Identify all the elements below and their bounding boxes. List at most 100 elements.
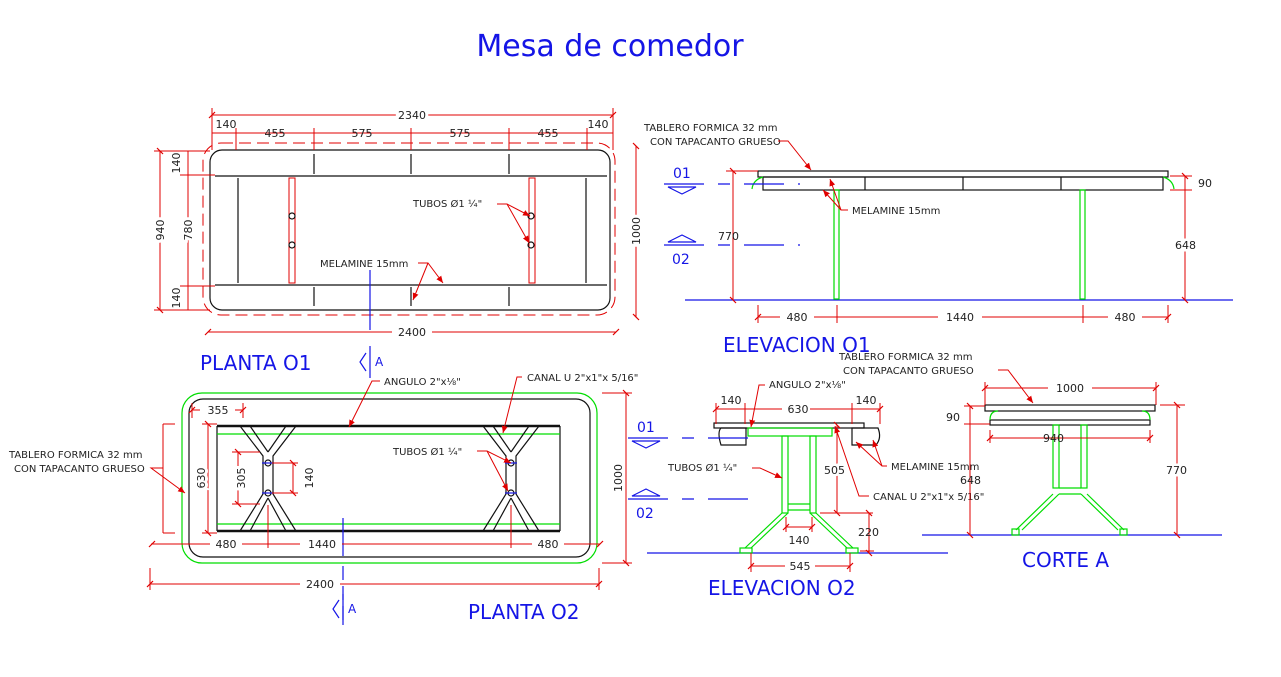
note-tablero-line2: CON TAPACANTO GRUESO xyxy=(14,464,145,475)
tube-left xyxy=(288,177,296,284)
dim-630: 630 xyxy=(195,468,208,489)
label-planta-01: PLANTA O1 xyxy=(200,351,311,375)
dim-480-right: 480 xyxy=(1115,311,1136,324)
dim-140-left: 140 xyxy=(721,394,742,407)
label-elevacion-01: ELEVACION O1 xyxy=(723,333,871,357)
svg-text:01: 01 xyxy=(637,420,655,436)
note-canal: CANAL U 2"x1"x 5/16" xyxy=(527,373,638,384)
tube-right xyxy=(528,177,536,284)
leg-base-right xyxy=(482,425,540,532)
dim-90: 90 xyxy=(1198,177,1212,190)
dim-140-right: 140 xyxy=(588,118,609,131)
svg-text:780: 780 xyxy=(182,220,195,241)
dim-2400: 2400 xyxy=(306,578,334,591)
drawing-title: Mesa de comedor xyxy=(476,29,744,64)
dim-940: 940 xyxy=(154,220,167,241)
dim-575-right: 575 xyxy=(450,127,471,140)
note-tablero-line2: CON TAPACANTO GRUESO xyxy=(650,137,781,148)
dim-940: 940 xyxy=(1043,432,1064,445)
svg-text:02: 02 xyxy=(636,506,654,522)
dim-140-left: 140 xyxy=(216,118,237,131)
dim-2340: 2340 xyxy=(398,109,426,122)
note-tablero-line1: TABLERO FORMICA 32 mm xyxy=(643,123,777,134)
label-planta-02: PLANTA O2 xyxy=(468,600,579,624)
tabletop-edge xyxy=(188,398,591,558)
dim-770: 770 xyxy=(718,230,739,243)
tabletop-edge xyxy=(209,149,611,311)
dim-480-left: 480 xyxy=(787,311,808,324)
dim-455-left: 455 xyxy=(265,127,286,140)
dim-305: 305 xyxy=(235,468,248,489)
note-angulo: ANGULO 2"x⅛" xyxy=(384,377,461,388)
cut-marker-02: 02 xyxy=(628,488,762,522)
tabletop-outline-dashed xyxy=(202,142,616,316)
dim-455-right: 455 xyxy=(538,127,559,140)
dim-1000: 1000 xyxy=(612,464,625,492)
dim-770: 770 xyxy=(1166,464,1187,477)
planta-01-view: 2340 2340 140 455 575 575 455 140 2400 9… xyxy=(151,106,646,378)
note-melamine: MELAMINE 15mm xyxy=(852,206,940,217)
note-canal: CANAL U 2"x1"x 5/16" xyxy=(873,492,984,503)
svg-text:1000: 1000 xyxy=(612,464,625,492)
dim-648: 648 xyxy=(960,474,981,487)
elevacion-02-view: 01 02 140 630 140 505 505 220 140 545 xyxy=(628,380,984,600)
dim-648: 648 xyxy=(1175,239,1196,252)
note-tablero-line2: CON TAPACANTO GRUESO xyxy=(843,366,974,377)
dim-1000: 1000 xyxy=(630,217,643,245)
apron-bottom xyxy=(989,419,1151,426)
svg-text:1000: 1000 xyxy=(630,217,643,245)
svg-text:770: 770 xyxy=(1166,464,1187,477)
leg-right xyxy=(1079,189,1086,300)
svg-text:630: 630 xyxy=(195,468,208,489)
dim-90: 90 xyxy=(946,411,960,424)
svg-text:940: 940 xyxy=(154,220,167,241)
dim-140-right: 140 xyxy=(856,394,877,407)
dim-1440: 1440 xyxy=(946,311,974,324)
dim-480-left: 480 xyxy=(216,538,237,551)
svg-text:02: 02 xyxy=(672,252,690,268)
tabletop-outer-green xyxy=(181,392,598,564)
section-marker-a-bottom: A xyxy=(332,566,357,625)
note-melamine: MELAMINE 15mm xyxy=(320,259,408,270)
dim-140-center: 140 xyxy=(789,534,810,547)
tabletop xyxy=(984,404,1156,412)
note-tubos: TUBOS Ø1 ¼" xyxy=(392,446,462,458)
svg-text:305: 305 xyxy=(235,468,248,489)
dim-2400: 2400 xyxy=(398,326,426,339)
dim-505: 505 xyxy=(824,464,845,477)
dim-1000: 1000 xyxy=(1056,382,1084,395)
note-tablero-line1: TABLERO FORMICA 32 mm xyxy=(838,352,972,363)
dim-140-top: 140 xyxy=(170,153,183,174)
dim-355: 355 xyxy=(208,404,229,417)
dim-545: 545 xyxy=(790,560,811,573)
note-angulo: ANGULO 2"x⅛" xyxy=(769,380,846,391)
dim-575-left: 575 xyxy=(352,127,373,140)
section-marker-a-top: A xyxy=(359,346,384,378)
label-elevacion-02: ELEVACION O2 xyxy=(708,576,856,600)
corte-a-view: 1000 90 648 940 770 770 TABLERO FORMICA … xyxy=(838,352,1222,572)
note-tubos: TUBOS Ø1 ¼" xyxy=(667,462,737,474)
leg-left xyxy=(833,189,840,300)
tabletop xyxy=(757,170,1169,178)
svg-text:01: 01 xyxy=(673,166,691,182)
svg-text:A: A xyxy=(348,602,357,616)
svg-text:505: 505 xyxy=(824,464,845,477)
cut-marker-02: 02 xyxy=(664,234,800,268)
dim-630: 630 xyxy=(788,403,809,416)
note-melamine: MELAMINE 15mm xyxy=(891,462,979,473)
svg-text:2340: 2340 xyxy=(398,109,426,122)
svg-text:A: A xyxy=(375,355,384,369)
leg-base-left xyxy=(239,425,297,532)
cut-marker-01: 01 xyxy=(628,420,762,449)
dim-220: 220 xyxy=(858,526,879,539)
cut-marker-01: 01 xyxy=(664,166,800,195)
note-tablero-line1: TABLERO FORMICA 32 mm xyxy=(8,450,142,461)
dim-1440: 1440 xyxy=(308,538,336,551)
elevacion-01-view: 01 02 770 90 648 648 480 1440 480 TABLER… xyxy=(643,123,1233,357)
planta-02-view: 355 630 630 305 305 140 480 1440 480 240… xyxy=(8,373,638,625)
label-corte-a: CORTE A xyxy=(1022,548,1109,572)
svg-text:648: 648 xyxy=(1175,239,1196,252)
dim-140-bottom: 140 xyxy=(170,288,183,309)
dim-140: 140 xyxy=(303,468,316,489)
